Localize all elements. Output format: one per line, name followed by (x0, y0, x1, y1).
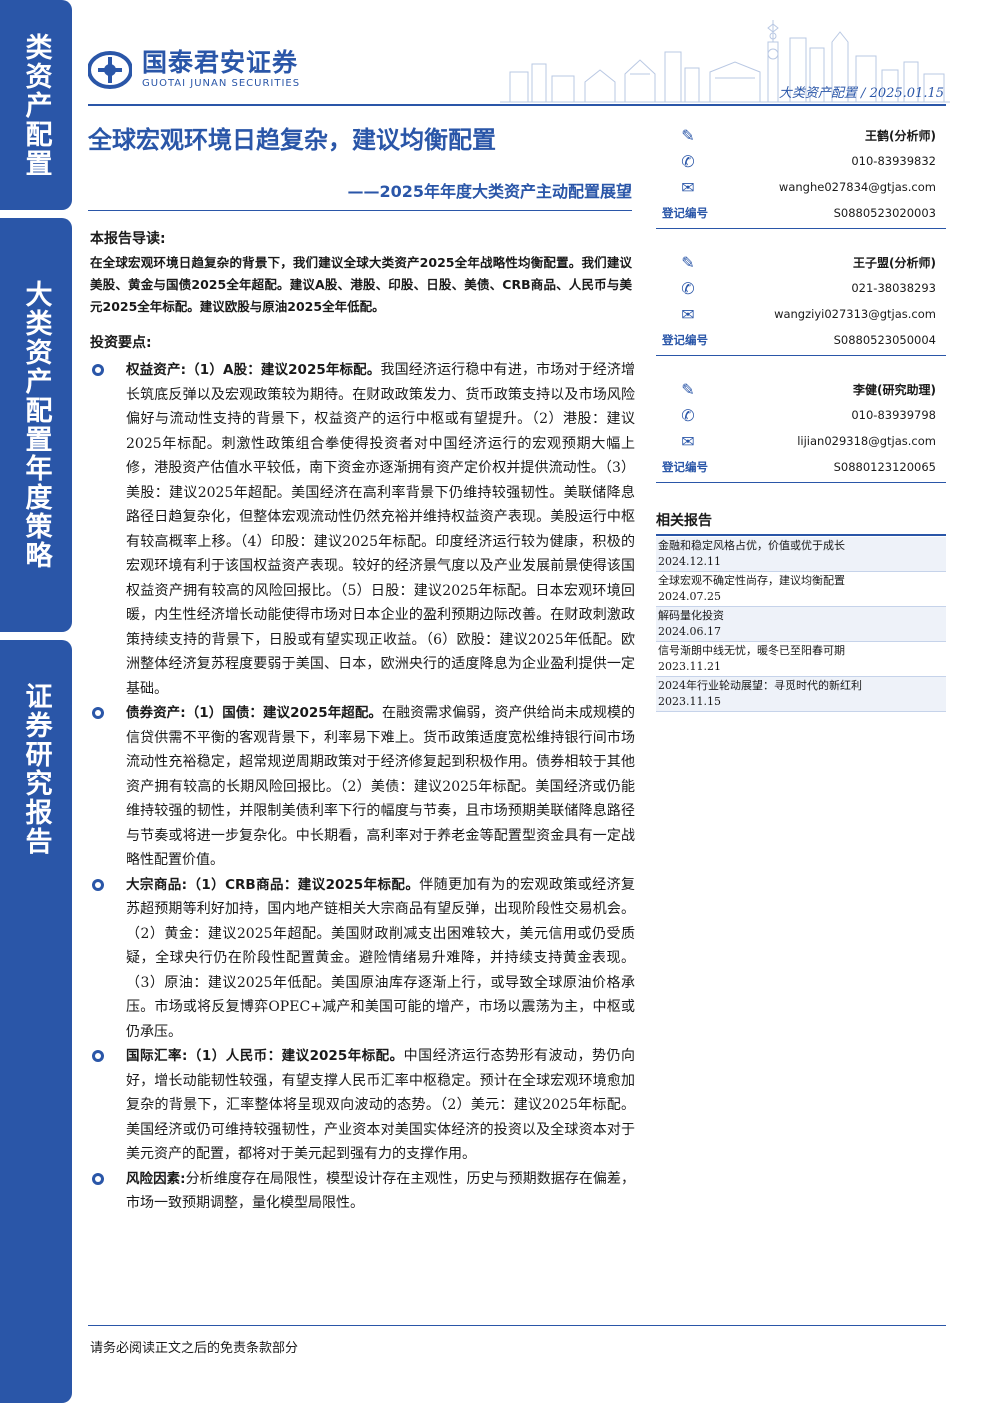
point-equity: 权益资产:（1）A股：建议2025年标配。我国经济运行稳中有进，市场对于经济增长… (90, 358, 635, 701)
sidebar-tab-strategy: 大类资产配置年度策略 (0, 218, 72, 632)
header-separator: / (861, 86, 870, 101)
related-report-date: 2024.07.25 (658, 590, 721, 603)
analyst-divider (656, 228, 946, 229)
point-bonds: 债券资产:（1）国债：建议2025年超配。在融资需求偏弱，资产供给尚未成规模的信… (90, 701, 635, 873)
registration-label: 登记编号 (662, 460, 708, 474)
header-divider (88, 104, 946, 106)
registration-label: 登记编号 (662, 206, 708, 220)
header-date: 2025.01.15 (869, 86, 944, 101)
bullet-icon (92, 1172, 104, 1185)
email-icon: ✉ (681, 177, 695, 197)
analyst-divider (656, 482, 946, 483)
analyst-name: 王鹤(分析师) (865, 128, 936, 143)
related-reports-heading: 相关报告 (656, 513, 712, 529)
phone-icon: ✆ (681, 151, 695, 171)
email-icon: ✉ (681, 304, 695, 324)
related-reports-list: 金融和稳定风格占优，价值或优于成长 2024.12.11 全球宏观不确定性尚存，建… (656, 537, 946, 712)
sidebar-tab-report: 证券研究报告 (0, 640, 72, 1403)
point-commodities: 大宗商品:（1）CRB商品：建议2025年标配。伴随更加有为的宏观政策或经济复苏… (90, 873, 635, 1045)
point-body: 分析维度存在局限性，模型设计存在主观性，历史与预期数据存在偏差，市场一致预期调整… (126, 1170, 635, 1212)
bullet-icon (92, 707, 104, 719)
analyst-name: 王子盟(分析师) (853, 255, 936, 270)
related-report-item[interactable]: 解码量化投资 2024.06.17 (656, 607, 946, 642)
analyst-phone: 021-38038293 (851, 281, 936, 295)
sidebar: 类资产配置 大类资产配置年度策略 证券研究报告 (0, 0, 72, 1403)
analyst-reg: S0880523050004 (833, 333, 936, 347)
point-body: 我国经济运行稳中有进，市场对于经济增长筑底反弹以及宏观政策较为期待。在财政政策发… (126, 362, 635, 697)
related-report-item[interactable]: 信号渐朗中线无忧，暖冬已至阳春可期 2023.11.21 (656, 642, 946, 677)
email-icon: ✉ (681, 431, 695, 451)
related-report-date: 2024.12.11 (658, 555, 721, 568)
logo-name-cn: 国泰君安证券 (142, 48, 299, 77)
related-report-title[interactable]: 金融和稳定风格占优，价值或优于成长 (658, 539, 845, 552)
page-subtitle: ——2025年年度大类资产主动配置展望 (347, 182, 632, 201)
related-report-title[interactable]: 全球宏观不确定性尚存，建议均衡配置 (658, 574, 845, 587)
point-head: 大宗商品:（1）CRB商品：建议2025年标配。 (126, 876, 420, 893)
registration-label: 登记编号 (662, 333, 708, 347)
intro-heading: 本报告导读: (90, 231, 166, 247)
analyst-card: ✎ 王鹤(分析师) ✆ 010-83939832 ✉ wanghe027834@gtj… (656, 122, 936, 226)
disclaimer-note: 请务必阅读正文之后的免责条款部分 (90, 1341, 299, 1356)
analyst-phone: 010-83939832 (851, 154, 936, 168)
phone-icon: ✆ (681, 405, 695, 425)
related-report-title[interactable]: 信号渐朗中线无忧，暖冬已至阳春可期 (658, 644, 845, 657)
point-head: 国际汇率:（1）人民币：建议2025年标配。 (126, 1048, 404, 1064)
points-heading: 投资要点: (90, 335, 152, 351)
analyst-card: ✎ 王子盟(分析师) ✆ 021-38038293 ✉ wangziyi027313@… (656, 249, 936, 353)
related-report-item[interactable]: 2024年行业轮动展望：寻觅时代的新红利 2023.11.15 (656, 677, 946, 712)
related-reports-divider (656, 534, 946, 536)
point-body: 在融资需求偏弱，资产供给尚未成规模的信贷供需不平衡的客观背景下，利率易下难上。货… (126, 705, 636, 868)
related-report-date: 2024.06.17 (658, 625, 721, 638)
pen-icon: ✎ (681, 379, 695, 399)
analyst-email[interactable]: wangziyi027313@gtjas.com (774, 307, 936, 321)
intro-text: 在全球宏观环境日趋复杂的背景下，我们建议全球大类资产2025全年战略性均衡配置。… (90, 255, 632, 314)
pen-icon: ✎ (681, 125, 695, 145)
related-report-title[interactable]: 2024年行业轮动展望：寻觅时代的新红利 (658, 679, 862, 692)
analyst-email[interactable]: lijian029318@gtjas.com (797, 434, 936, 448)
bullet-icon (92, 878, 104, 891)
point-head: 权益资产:（1）A股：建议2025年标配。 (126, 362, 381, 378)
analyst-email[interactable]: wanghe027834@gtjas.com (778, 180, 936, 194)
analyst-phone: 010-83939798 (851, 408, 936, 422)
sidebar-tab-category: 类资产配置 (0, 0, 72, 210)
point-body: 中国经济运行态势形有波动，势仍向好，增长动能韧性较强，有望支撑人民币汇率中枢稳定… (126, 1048, 635, 1162)
analyst-name: 李健(研究助理) (853, 382, 936, 397)
header-meta: 大类资产配置 / 2025.01.15 (779, 82, 944, 101)
phone-icon: ✆ (681, 278, 695, 298)
title-divider (88, 210, 632, 211)
investment-points: 权益资产:（1）A股：建议2025年标配。我国经济运行稳中有进，市场对于经济增长… (90, 358, 635, 1216)
logo-name-en: GUOTAI JUNAN SECURITIES (142, 78, 301, 89)
related-report-date: 2023.11.15 (658, 695, 721, 708)
point-head: 债券资产:（1）国债：建议2025年超配。 (126, 705, 382, 721)
pen-icon: ✎ (681, 252, 695, 272)
footer-divider (88, 1325, 946, 1326)
related-report-item[interactable]: 全球宏观不确定性尚存，建议均衡配置 2024.07.25 (656, 572, 946, 607)
city-skyline-illustration (500, 20, 950, 103)
related-report-item[interactable]: 金融和稳定风格占优，价值或优于成长 2024.12.11 (656, 537, 946, 572)
point-head: 风险因素: (126, 1170, 186, 1187)
header-category: 大类资产配置 (778, 86, 857, 101)
bullet-icon (92, 1050, 104, 1062)
analyst-reg: S0880123120065 (833, 460, 936, 474)
point-risk: 风险因素:分析维度存在局限性，模型设计存在主观性，历史与预期数据存在偏差，市场一… (90, 1167, 635, 1216)
page-title: 全球宏观环境日趋复杂，建议均衡配置 (88, 126, 496, 154)
point-body: 伴随更加有为的宏观政策或经济复苏超预期等利好加持，国内地产链相关大宗商品有望反弹… (126, 876, 635, 1040)
point-fx: 国际汇率:（1）人民币：建议2025年标配。中国经济运行态势形有波动，势仍向好，… (90, 1044, 635, 1167)
company-logo: 国泰君安证券 GUOTAI JUNAN SECURITIES (88, 50, 300, 89)
related-report-title[interactable]: 解码量化投资 (658, 609, 724, 622)
bullet-icon (92, 364, 104, 376)
analyst-card: ✎ 李健(研究助理) ✆ 010-83939798 ✉ lijian029318@gt… (656, 376, 936, 480)
related-report-date: 2023.11.21 (658, 660, 721, 673)
analyst-divider (656, 355, 946, 356)
analyst-reg: S0880523020003 (833, 206, 936, 220)
logo-mark-icon (88, 50, 132, 89)
